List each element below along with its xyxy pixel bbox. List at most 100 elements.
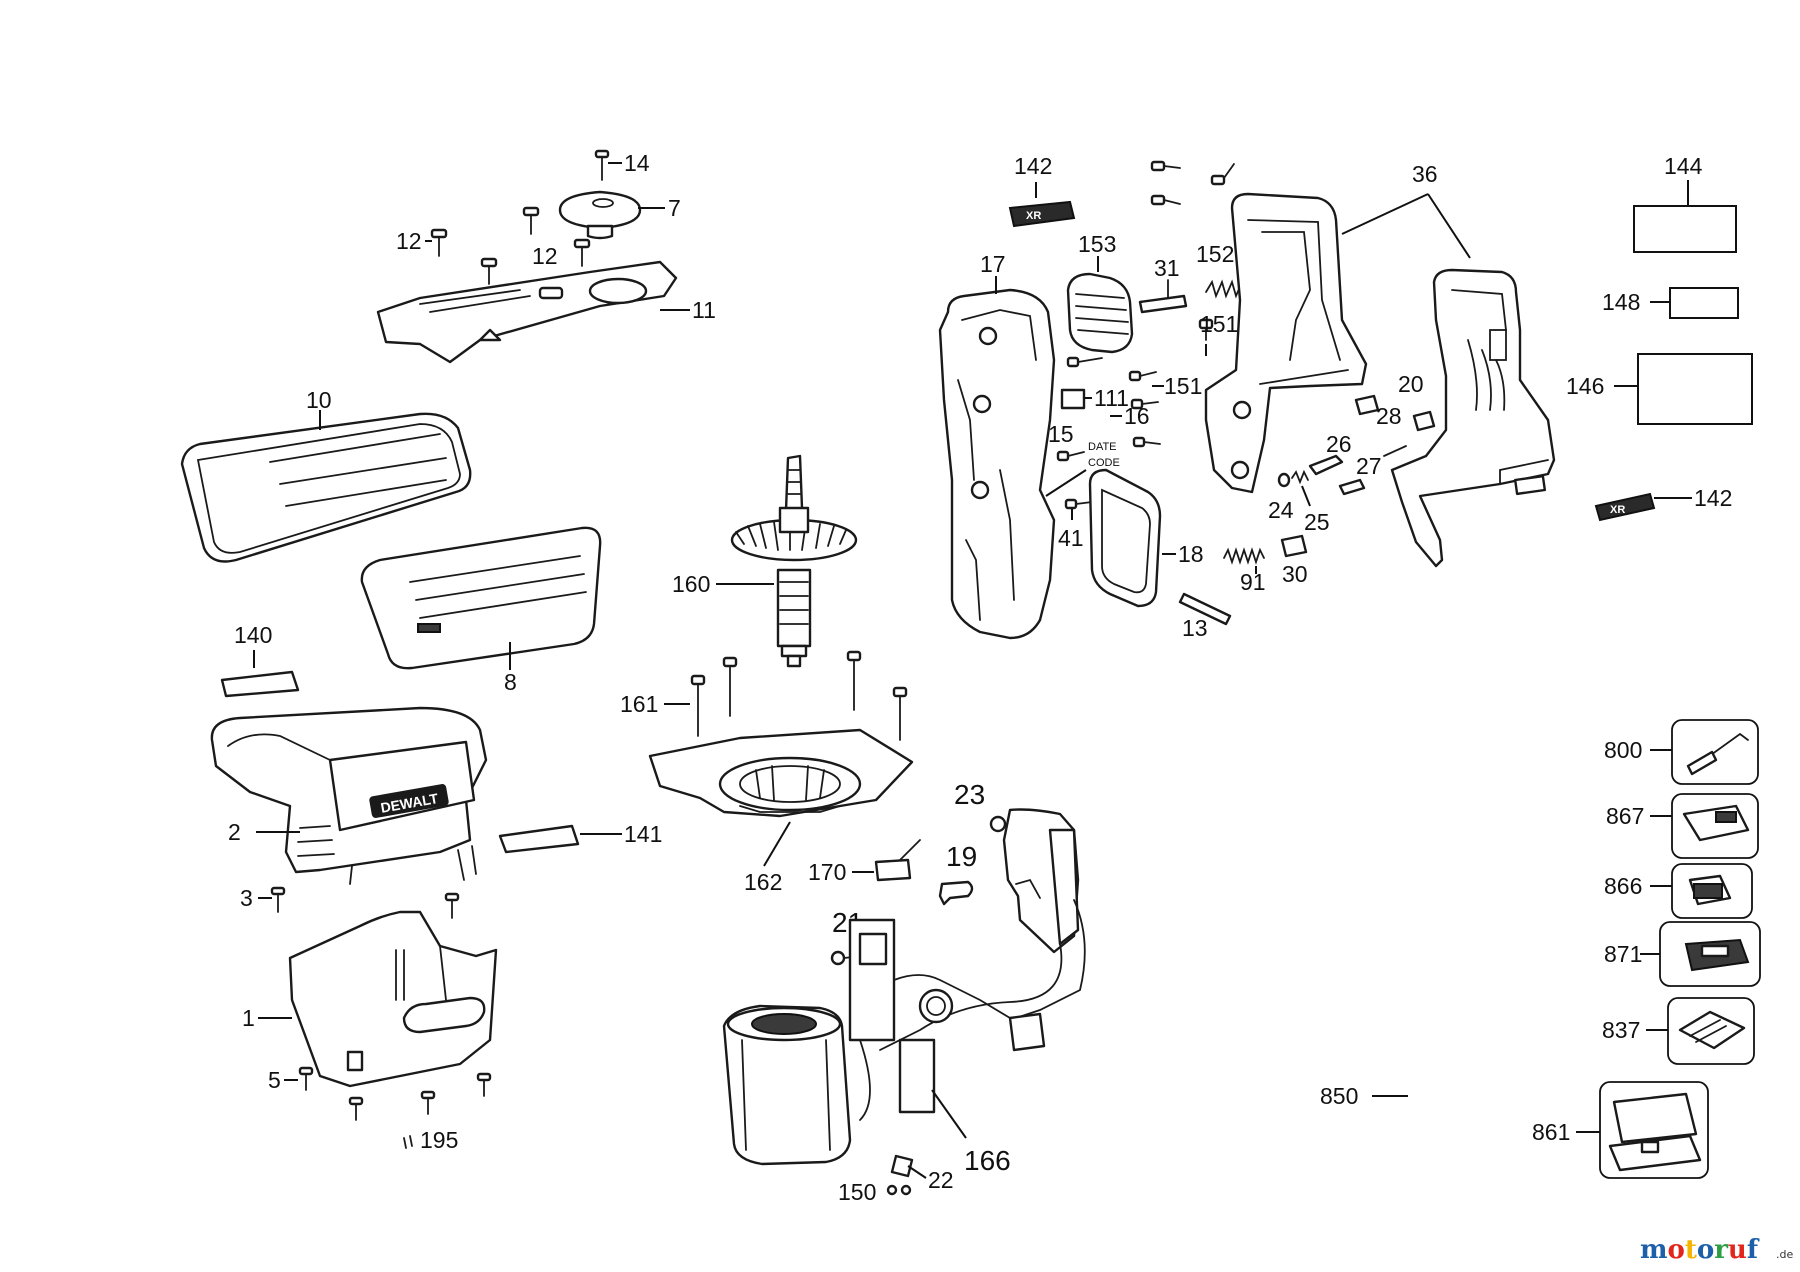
label-26: 26 xyxy=(1326,431,1352,457)
date-code-line1: DATE xyxy=(1088,441,1117,453)
part-195-clips xyxy=(403,1135,413,1149)
watermark-letter-0: m xyxy=(1640,1235,1668,1265)
label-148: 148 xyxy=(1602,289,1640,315)
label-150: 150 xyxy=(838,1179,876,1205)
label-141: 141 xyxy=(624,821,662,847)
watermark-letter-5: u xyxy=(1728,1235,1747,1265)
label-867: 867 xyxy=(1606,803,1644,829)
label-23: 23 xyxy=(954,779,985,810)
label-22: 22 xyxy=(928,1167,954,1193)
part-111-plate xyxy=(1060,388,1086,410)
label-15: 15 xyxy=(1048,421,1074,447)
label-12-a: 12 xyxy=(396,228,422,254)
part-170-module xyxy=(874,839,921,882)
part-25-spring xyxy=(1291,469,1309,485)
part-160-armature xyxy=(730,454,858,668)
label-866: 866 xyxy=(1604,873,1642,899)
label-146: 146 xyxy=(1566,373,1604,399)
label-195: 195 xyxy=(420,1127,458,1153)
motoruf-watermark: motoruf .de xyxy=(1640,1235,1793,1265)
label-10: 10 xyxy=(306,387,332,413)
date-code-line2: CODE xyxy=(1088,457,1120,469)
label-11: 11 xyxy=(692,297,716,323)
label-166: 166 xyxy=(964,1145,1011,1176)
label-871: 871 xyxy=(1604,941,1642,967)
label-144: 144 xyxy=(1664,153,1703,179)
part-8-side-cover xyxy=(360,526,602,670)
part-7-cap xyxy=(558,190,642,240)
label-1: 1 xyxy=(242,1005,255,1031)
label-16: 16 xyxy=(1124,403,1150,429)
part-30-sleeve xyxy=(1280,534,1308,558)
part-2-motor-housing: DEWALT xyxy=(210,706,488,885)
watermark-letter-3: o xyxy=(1697,1235,1714,1265)
label-140: 140 xyxy=(234,622,272,648)
part-27-clip xyxy=(1338,478,1366,496)
part-1-bottom-cover xyxy=(288,910,498,1088)
part-28-pin xyxy=(1383,445,1407,457)
accessory-867 xyxy=(1671,793,1759,859)
part-150-screws xyxy=(886,1184,912,1196)
label-160: 160 xyxy=(672,571,710,597)
label-36: 36 xyxy=(1412,161,1438,187)
part-162-baffle xyxy=(648,728,914,818)
part-144-label xyxy=(1633,205,1737,253)
part-14-screw xyxy=(594,149,610,181)
label-151-b: 151 xyxy=(1200,311,1238,337)
part-11-top-cover xyxy=(376,260,678,364)
badge-xr-b: XR xyxy=(1610,504,1625,516)
label-41: 41 xyxy=(1058,525,1084,551)
watermark-letter-1: o xyxy=(1668,1235,1685,1265)
watermark-letter-4: r xyxy=(1714,1235,1728,1265)
part-148-label xyxy=(1669,287,1739,319)
part-142-badge-b: XR xyxy=(1594,492,1656,522)
label-12-b: 12 xyxy=(532,243,558,269)
label-837: 837 xyxy=(1602,1017,1640,1043)
label-24: 24 xyxy=(1268,497,1294,523)
part-142-badge-a: XR xyxy=(1008,200,1076,228)
label-13: 13 xyxy=(1182,615,1208,641)
label-142-b: 142 xyxy=(1694,485,1732,511)
label-17: 17 xyxy=(980,251,1006,277)
label-7: 7 xyxy=(668,195,681,221)
label-19: 19 xyxy=(946,841,977,872)
accessory-861-case xyxy=(1599,1081,1709,1179)
part-36-housing-right xyxy=(1390,268,1556,568)
label-28: 28 xyxy=(1376,403,1402,429)
label-3: 3 xyxy=(240,885,253,911)
label-8: 8 xyxy=(504,669,517,695)
watermark-tld: .de xyxy=(1776,1248,1793,1261)
label-91: 91 xyxy=(1240,569,1266,595)
watermark-letter-6: f xyxy=(1747,1235,1760,1265)
label-27: 27 xyxy=(1356,453,1382,479)
badge-xr-a: XR xyxy=(1026,210,1041,222)
part-13-rod xyxy=(1178,592,1232,626)
part-19-button xyxy=(938,880,974,906)
part-140-label xyxy=(220,670,300,698)
accessory-837 xyxy=(1667,997,1755,1065)
label-18: 18 xyxy=(1178,541,1204,567)
label-162: 162 xyxy=(744,869,782,895)
label-31: 31 xyxy=(1154,255,1180,281)
label-161: 161 xyxy=(620,691,658,717)
part-31-pin xyxy=(1138,279,1188,314)
part-36-housing-left xyxy=(1204,192,1368,494)
part-166-stator xyxy=(722,918,1011,1166)
part-10-side-cover xyxy=(180,412,472,563)
part-23-nut xyxy=(989,815,1007,833)
label-850: 850 xyxy=(1320,1083,1358,1109)
label-5: 5 xyxy=(268,1067,281,1093)
part-20-bushing xyxy=(1354,394,1436,432)
part-91-spring xyxy=(1223,547,1265,565)
label-111: 111 xyxy=(1094,385,1129,411)
part-26-latch xyxy=(1308,454,1344,476)
label-2: 2 xyxy=(228,819,241,845)
part-161-screws xyxy=(690,650,908,741)
label-153: 153 xyxy=(1078,231,1116,257)
accessory-871 xyxy=(1659,921,1761,987)
part-141-label xyxy=(498,824,580,854)
part-switch-trigger xyxy=(879,808,1086,1052)
label-152: 152 xyxy=(1196,241,1234,267)
accessory-800 xyxy=(1671,719,1759,785)
